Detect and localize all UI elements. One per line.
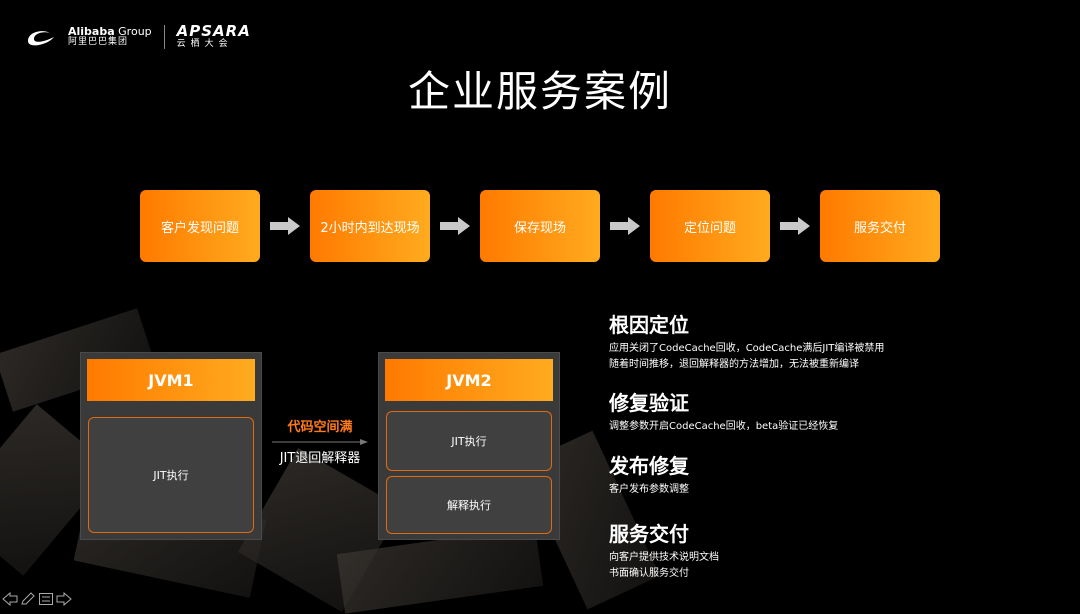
jvm2-title: JVM2 (385, 359, 553, 401)
menu-icon[interactable] (38, 592, 54, 606)
transition-arrow-icon (272, 439, 368, 445)
jvm2-jit-box: JIT执行 (386, 411, 552, 471)
section-line: 向客户提供技术说明文档 (609, 552, 719, 563)
flow-step-1: 客户发现问题 (140, 190, 260, 262)
process-flow: 客户发现问题 2小时内到达现场 保存现场 定位问题 服务交付 (140, 190, 940, 262)
arrow-right-icon (260, 217, 310, 235)
pen-icon[interactable] (20, 592, 36, 606)
jvm1-title: JVM1 (87, 359, 255, 401)
apsara-wordmark: APSARA 云栖大会 (176, 22, 251, 49)
alibaba-name: Alibaba (68, 25, 115, 39)
page-title: 企业服务案例 (407, 67, 672, 116)
flow-step-2: 2小时内到达现场 (310, 190, 430, 262)
transition-label-top: 代码空间满 (287, 420, 353, 435)
flow-step-4: 定位问题 (650, 190, 770, 262)
transition-label-bottom: JIT退回解释器 (279, 451, 361, 466)
header-logos: Alibaba Group 阿里巴巴集团 APSARA 云栖大会 (24, 22, 251, 49)
section-root-cause: 根因定位 应用关闭了CodeCache回收，CodeCache满后JIT编译被禁… (609, 313, 884, 373)
section-line: 书面确认服务交付 (609, 568, 689, 579)
apsara-name: APSARA (176, 22, 251, 40)
section-release-fix: 发布修复 客户发布参数调整 (609, 454, 689, 498)
jvm2-interpreter-box: 解释执行 (386, 476, 552, 534)
alibaba-wordmark: Alibaba Group 阿里巴巴集团 (68, 26, 152, 47)
section-heading: 发布修复 (609, 454, 689, 478)
section-service-delivery: 服务交付 向客户提供技术说明文档 书面确认服务交付 (609, 522, 719, 582)
jvm2-panel: JVM2 JIT执行 解释执行 (378, 352, 560, 540)
arrow-right-icon (770, 217, 820, 235)
section-heading: 服务交付 (609, 522, 689, 546)
flow-step-3: 保存现场 (480, 190, 600, 262)
arrow-right-icon (430, 217, 480, 235)
flow-step-5: 服务交付 (820, 190, 940, 262)
alibaba-logo-icon (28, 30, 54, 45)
section-heading: 根因定位 (609, 313, 689, 337)
section-line: 应用关闭了CodeCache回收，CodeCache满后JIT编译被禁用 (609, 343, 885, 354)
next-slide-icon[interactable] (56, 592, 72, 606)
section-line: 客户发布参数调整 (609, 484, 689, 495)
jvm1-jit-box: JIT执行 (88, 417, 254, 533)
apsara-cn-name: 云栖大会 (176, 38, 233, 49)
logo-divider (163, 24, 165, 49)
section-line: 调整参数开启CodeCache回收，beta验证已经恢复 (609, 421, 839, 432)
alibaba-group: Group (114, 25, 152, 39)
slideshow-controls (2, 592, 72, 606)
section-heading: 修复验证 (609, 391, 689, 415)
alibaba-cn-name: 阿里巴巴集团 (68, 36, 129, 47)
jvm1-panel: JVM1 JIT执行 (80, 352, 262, 540)
section-line: 随着时间推移，退回解释器的方法增加，无法被重新编译 (609, 359, 859, 370)
arrow-right-icon (600, 217, 650, 235)
section-fix-verify: 修复验证 调整参数开启CodeCache回收，beta验证已经恢复 (609, 391, 838, 435)
prev-slide-icon[interactable] (2, 592, 18, 606)
